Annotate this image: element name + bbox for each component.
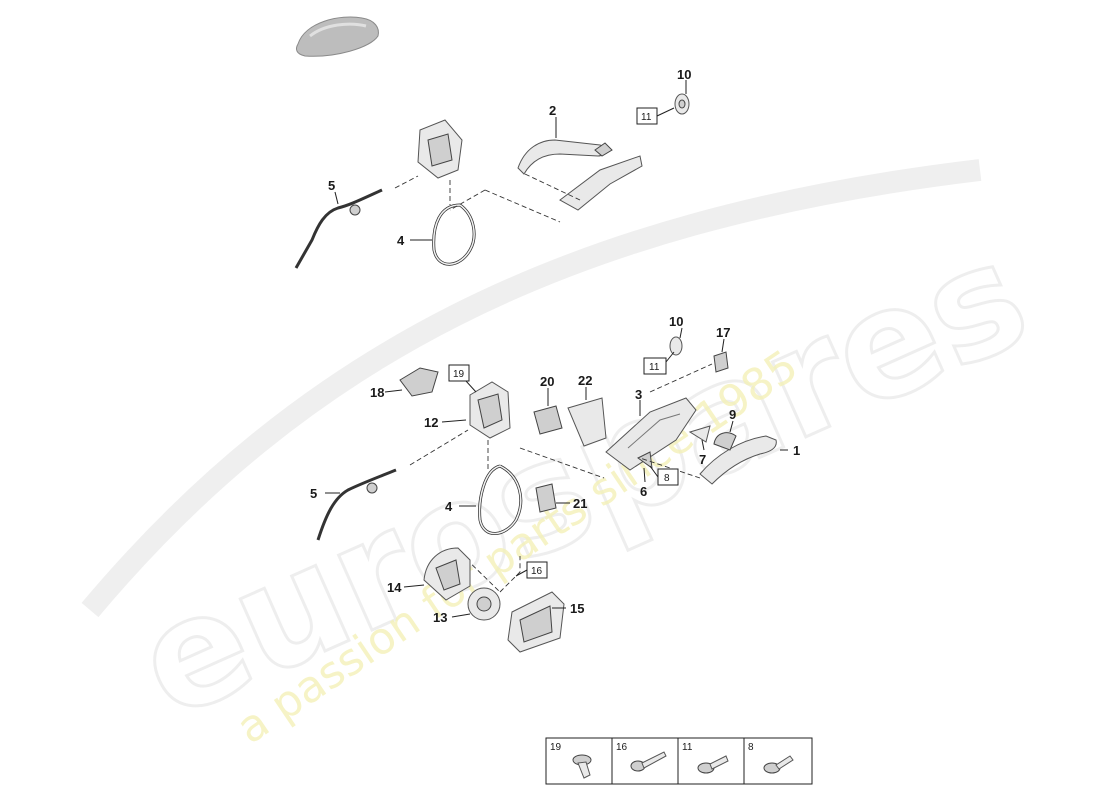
part-20-pad [533,405,563,435]
callout-7: 7 [699,452,706,467]
callout-10-lower: 10 [669,314,683,329]
callout-5-upper: 5 [328,178,335,193]
cable-5-upper [294,188,383,269]
boxed-ref-8: 8 [649,465,679,486]
callout-9: 9 [729,407,736,422]
svg-text:8: 8 [664,473,670,484]
callout-4-upper: 4 [397,233,405,248]
watermark: eurospares a passion for parts since 198… [81,159,1053,754]
callout-20: 20 [540,374,554,389]
part-10-lower-cap [669,336,683,356]
screw-8-icon [763,755,794,774]
callout-15: 15 [570,601,584,616]
callout-5-lower: 5 [310,486,317,501]
part-handle-bracket [559,142,643,211]
svg-text:8: 8 [748,742,754,753]
part-9-cap [713,432,737,451]
boxed-ref-11-upper: 11 [636,107,675,125]
car-silhouette-icon [296,16,379,57]
screw-16-icon [630,751,667,772]
fastener-cell-19: 19 [550,742,592,779]
cable-grommet-upper [349,204,361,216]
part-7-seal [688,425,711,443]
part-18-bracket [399,367,439,397]
screw-19-icon [572,754,592,779]
callout-10-upper: 10 [677,67,691,82]
callout-6: 6 [640,484,647,499]
callouts: 2 10 5 4 10 17 18 12 20 22 3 9 7 1 6 5 4… [310,67,800,625]
svg-text:11: 11 [682,742,693,753]
callout-18: 18 [370,385,384,400]
svg-text:16: 16 [616,742,628,753]
part-10-upper-cap [674,93,690,115]
part-17-bracket [713,351,729,373]
callout-13: 13 [433,610,447,625]
part-lock-upper [417,119,463,179]
part-22-cover [567,397,607,447]
boxed-ref-16: 16 [515,561,548,579]
upper-assembly [294,93,690,269]
lower-assembly [316,336,777,653]
svg-text:19: 19 [453,369,465,380]
callout-22: 22 [578,373,592,388]
fastener-cell-16: 16 [616,742,667,772]
boxed-refs: 11 11 19 8 16 [448,107,679,579]
callout-1: 1 [793,443,800,458]
callout-4-lower: 4 [445,499,453,514]
callout-12: 12 [424,415,438,430]
svg-text:11: 11 [649,362,660,373]
svg-text:11: 11 [641,112,652,123]
part-21-insulator [535,483,557,513]
cable-5-lower [316,468,397,541]
callout-14: 14 [387,580,402,595]
svg-text:19: 19 [550,742,562,753]
svg-text:16: 16 [531,566,543,577]
watermark-swoosh [81,159,982,618]
fastener-table: 19 16 11 8 [545,737,813,785]
callout-21: 21 [573,496,587,511]
fastener-cell-8: 8 [748,742,794,774]
boxed-ref-11-lower: 11 [643,351,675,375]
screw-11-icon [697,755,729,774]
boxed-ref-19: 19 [448,364,477,393]
fastener-cell-11: 11 [682,742,729,774]
callout-2: 2 [549,103,556,118]
leader-lines [325,80,788,618]
callout-3: 3 [635,387,642,402]
callout-17: 17 [716,325,730,340]
part-2-door-handle [517,139,606,175]
